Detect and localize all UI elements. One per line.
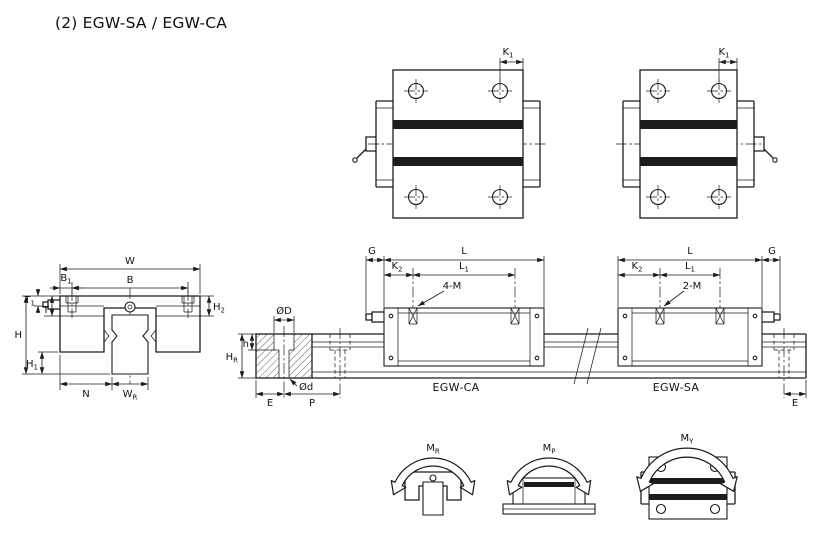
dim-label-k2: K2 — [391, 261, 402, 274]
grease-port-inner — [127, 304, 133, 310]
end-cap-screw — [622, 355, 628, 361]
rail-stub-outline — [622, 100, 755, 188]
rail-section-hatch — [256, 334, 312, 378]
block-side-outline — [617, 307, 763, 367]
grease-nipple-tip — [352, 157, 358, 163]
label-4m: 4-M — [443, 281, 462, 292]
grease-nipple — [365, 311, 384, 323]
page-title: (2) EGW-SA / EGW-CA — [55, 14, 227, 32]
dim-label-k1-sa: K1 — [718, 47, 729, 60]
end-cap-screw — [752, 313, 758, 319]
rail-break-lines — [573, 327, 602, 385]
moment-label-mr: MR — [426, 443, 440, 456]
dim-extension-lines — [365, 256, 545, 313]
label-2m: 2-M — [683, 281, 702, 292]
model-label-egw-sa: EGW-SA — [653, 381, 700, 394]
mini-groove-bands — [649, 478, 727, 500]
side-view-assembly: ØD h HR Ød E P E G L — [226, 246, 807, 409]
front-view-cross-section: W B B1 T1 T H2 H H1 N WR — [14, 256, 225, 402]
dim-label-k1-ca: K1 — [502, 47, 513, 60]
dim-label-n: N — [82, 389, 89, 400]
moment-diagram-my: MY — [636, 433, 738, 520]
rail-cross-section — [111, 314, 149, 375]
dim-label-h: H — [14, 330, 22, 341]
hidden-bolt-holes — [329, 334, 795, 378]
dim-extension-lines — [617, 256, 781, 313]
top-view-egw-sa: K1 — [616, 47, 778, 219]
moment-diagram-mr: MR — [390, 443, 476, 516]
mini-rail-front — [422, 481, 444, 516]
block-front-outline — [59, 295, 201, 353]
moment-label-mp: MP — [543, 443, 556, 456]
rail-stub-edges — [623, 107, 754, 181]
side-block-egw-sa: L G K2 L1 2-M EGW-SA — [617, 246, 781, 394]
dim-label-l: L — [461, 246, 467, 257]
dim-label-h-lower: h — [243, 339, 249, 350]
rail-stub-edges — [376, 107, 540, 181]
bolt-hole-centerlines — [283, 326, 785, 398]
dim-label-hr: HR — [226, 352, 239, 365]
grease-port — [124, 301, 136, 313]
flange-seam-lines — [60, 305, 200, 317]
dim-label-b: B — [127, 275, 134, 286]
dim-label-t: T — [42, 305, 50, 316]
end-cap-lines — [397, 308, 531, 366]
rail-groove-bands — [640, 120, 737, 166]
pitching-moment-arrow — [506, 457, 592, 496]
end-cap-screw — [388, 313, 394, 319]
grease-nipple — [762, 311, 781, 323]
end-cap-lines — [631, 308, 749, 366]
end-cap-screw — [622, 313, 628, 319]
dim-label-l1: L1 — [459, 261, 469, 274]
grease-nipple-tip — [772, 157, 778, 163]
dim-label-k2: K2 — [631, 261, 642, 274]
yawing-moment-arrow — [636, 447, 738, 492]
dim-label-p: P — [309, 398, 315, 409]
side-block-egw-ca: G L K2 L1 4-M EGW-CA — [365, 246, 545, 394]
mini-mounting-hole — [709, 503, 721, 515]
moment-label-my: MY — [681, 433, 695, 446]
grease-nipple — [356, 136, 376, 159]
leader-4m — [417, 290, 445, 307]
threaded-holes — [655, 307, 725, 325]
dim-label-l: L — [687, 246, 693, 257]
rail-stub-outline — [375, 100, 541, 188]
end-cap-screw — [388, 355, 394, 361]
threaded-holes — [408, 307, 520, 325]
rolling-moment-arrow — [390, 457, 476, 496]
mini-mounting-hole — [655, 503, 667, 515]
dim-label-h1: H1 — [26, 359, 38, 372]
rail-groove-bands — [393, 120, 523, 166]
dim-label-l1: L1 — [685, 261, 695, 274]
end-cap-screw — [534, 355, 540, 361]
dim-label-w: W — [125, 256, 135, 267]
dim-label-wr: WR — [123, 389, 138, 402]
mini-end-caps — [522, 478, 576, 504]
dim-label-t1: T1 — [23, 295, 35, 308]
dim-label-b1: B1 — [60, 273, 71, 286]
top-view-egw-ca: K1 — [352, 47, 548, 219]
mini-seal-band — [524, 482, 574, 487]
block-groove-detail — [103, 329, 157, 343]
dim-label-g: G — [768, 246, 776, 257]
dim-label-g: G — [368, 246, 376, 257]
block-side-outline — [383, 307, 545, 367]
leader-dia-bolt-hole — [289, 378, 298, 387]
dim-label-h2: H2 — [213, 302, 225, 315]
dim-label-e-right: E — [792, 398, 798, 409]
dim-extension-lines — [238, 316, 807, 398]
dim-label-dia-counterbore: ØD — [276, 305, 292, 317]
model-label-egw-ca: EGW-CA — [433, 381, 480, 394]
mini-block-side — [512, 477, 586, 505]
end-cap-screw — [534, 313, 540, 319]
grease-nipple — [754, 136, 774, 159]
mini-grease-port — [429, 474, 437, 482]
end-cap-screw — [752, 355, 758, 361]
leader-2m — [663, 290, 685, 307]
dim-label-dia-bolt-hole: Ød — [299, 381, 313, 393]
dim-label-e: E — [267, 398, 273, 409]
bolt-hole-profile — [248, 334, 295, 378]
moment-diagram-mp: MP — [502, 443, 596, 515]
